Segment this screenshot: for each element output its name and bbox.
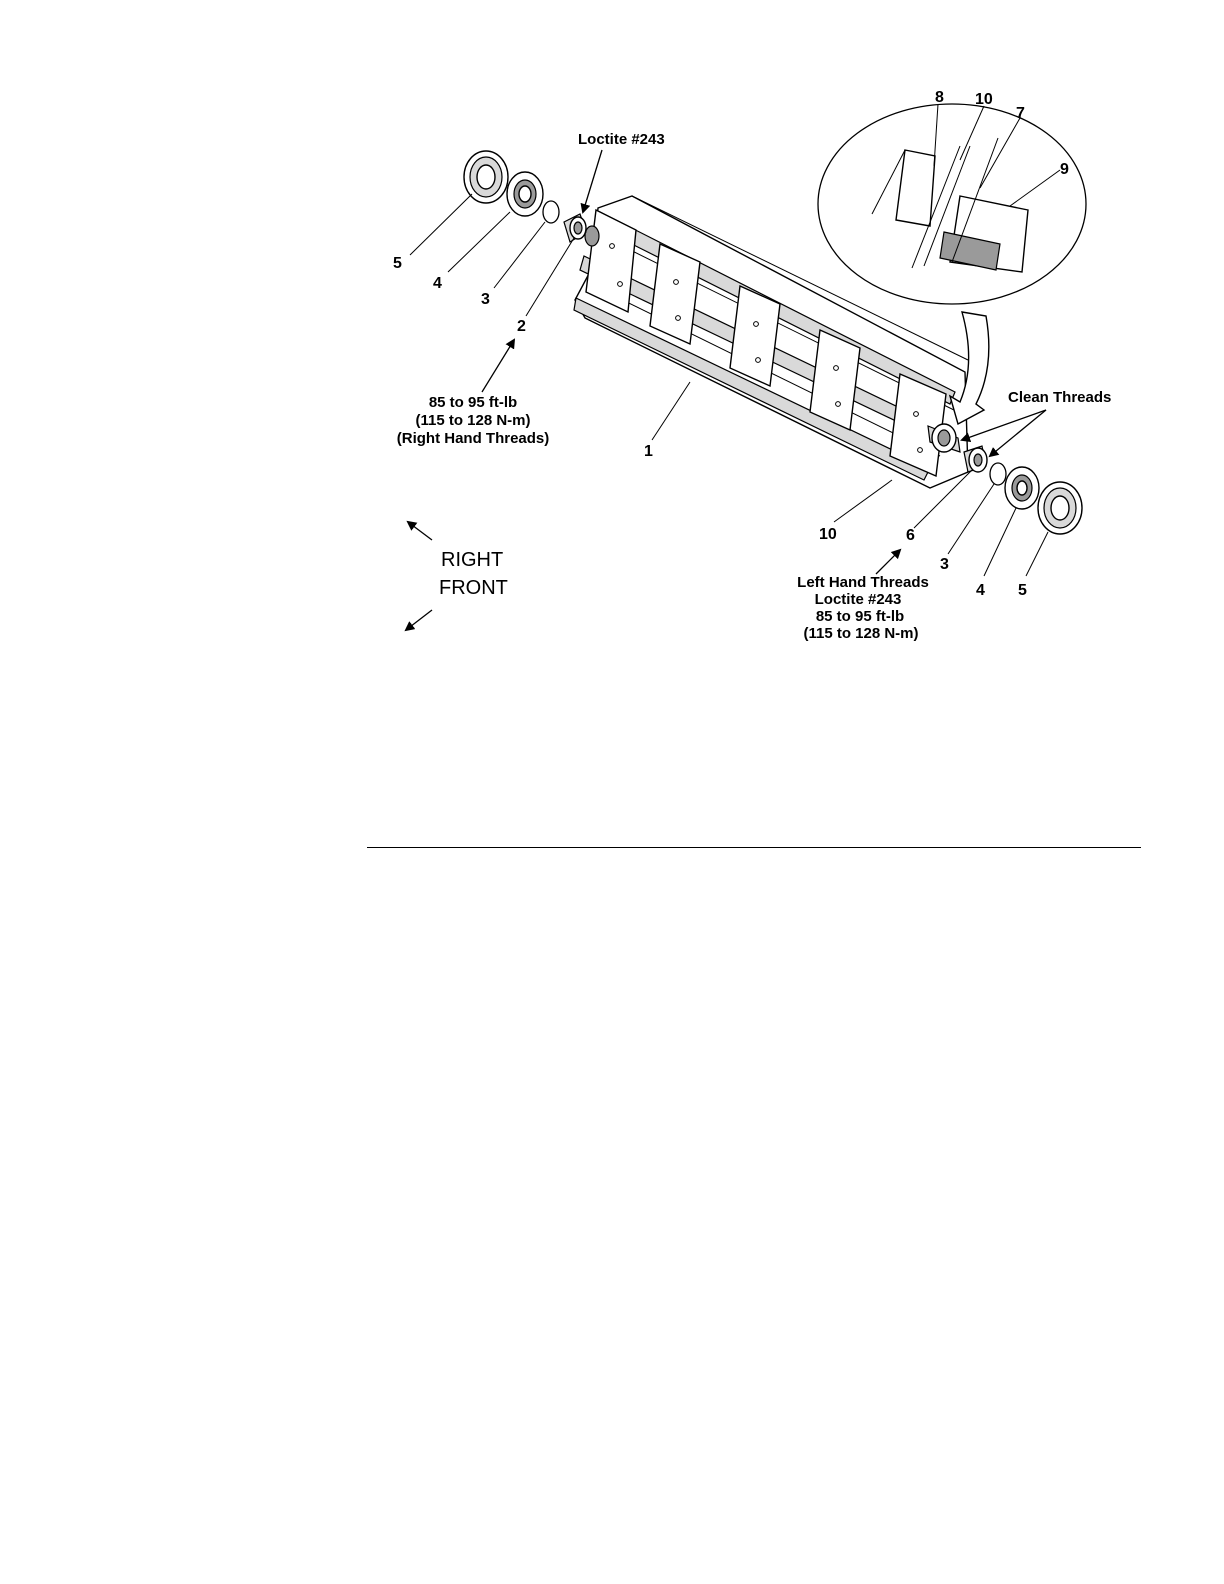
- seal-right: [1005, 467, 1039, 509]
- detail-number-10: 10: [975, 91, 993, 108]
- part-number-3-right: 3: [940, 556, 949, 573]
- part-number-4-left: 4: [433, 275, 442, 292]
- direction-indicator: RIGHT FRONT: [406, 522, 508, 630]
- horizontal-rule: [367, 847, 1141, 848]
- detail-number-9: 9: [1060, 161, 1069, 178]
- left-threads-line1: Left Hand Threads: [797, 574, 929, 591]
- left-threads-line4: (115 to 128 N-m): [803, 625, 918, 642]
- torque-right-line3: (Right Hand Threads): [397, 430, 550, 447]
- bearing-right: [1038, 482, 1082, 534]
- detail-number-7: 7: [1016, 105, 1025, 122]
- torque-right-line2: (115 to 128 N-m): [415, 412, 530, 429]
- retaining-ring-left: [543, 201, 559, 223]
- left-threads-line3: 85 to 95 ft-lb: [816, 608, 904, 625]
- part-number-5-left: 5: [393, 255, 402, 272]
- part-number-2: 2: [517, 318, 526, 335]
- part-number-4-right: 4: [976, 582, 985, 599]
- retaining-ring-right: [990, 463, 1006, 485]
- left-threads-line2: Loctite #243: [815, 591, 902, 608]
- detail-inset: [818, 104, 1086, 304]
- part-number-1: 1: [644, 443, 653, 460]
- torque-right-line1: 85 to 95 ft-lb: [429, 394, 517, 411]
- clean-threads-label: Clean Threads: [1008, 389, 1111, 406]
- seal-left: [507, 172, 543, 216]
- loctite-label-top: Loctite #243: [578, 131, 665, 148]
- direction-right-label: RIGHT: [441, 549, 503, 571]
- part-number-5-right: 5: [1018, 582, 1027, 599]
- detail-number-8: 8: [935, 89, 944, 106]
- nut-left: [564, 214, 586, 242]
- direction-front-label: FRONT: [439, 577, 508, 599]
- part-number-6: 6: [906, 527, 915, 544]
- part-number-10-main: 10: [819, 526, 837, 543]
- part-number-3-left: 3: [481, 291, 490, 308]
- reel-drum: [574, 196, 968, 488]
